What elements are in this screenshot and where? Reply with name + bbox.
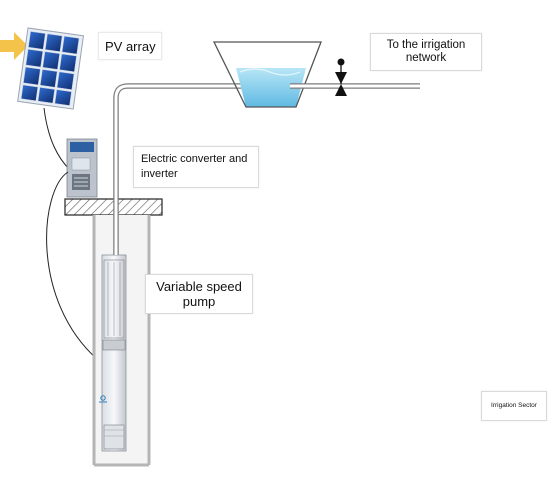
- pump-icon: [99, 254, 127, 452]
- pv-array-text: PV array: [105, 38, 156, 54]
- converter-label: Electric converter and inverter: [133, 146, 259, 188]
- irrigation-network-text: To the irrigation network: [386, 39, 466, 64]
- pump-label: Variable speed pump: [145, 274, 253, 314]
- solar-panel-icon: [17, 27, 85, 110]
- sun-arrow-icon: [0, 32, 28, 60]
- irrigation-sector-label: Irrigation Sector: [481, 391, 547, 421]
- panel-to-converter-cable: [43, 107, 71, 171]
- converter-text: Electric converter and inverter: [141, 153, 248, 180]
- irrigation-network-label: To the irrigation network: [370, 33, 482, 71]
- pv-array-label: PV array: [98, 32, 162, 60]
- pump-text: Variable speed pump: [156, 279, 242, 309]
- converter-icon: [66, 138, 98, 198]
- converter-to-pump-cable: [46, 171, 99, 361]
- valve-icon: [335, 58, 347, 96]
- water-tank: [212, 41, 322, 108]
- irrigation-sector-text: Irrigation Sector: [491, 402, 537, 409]
